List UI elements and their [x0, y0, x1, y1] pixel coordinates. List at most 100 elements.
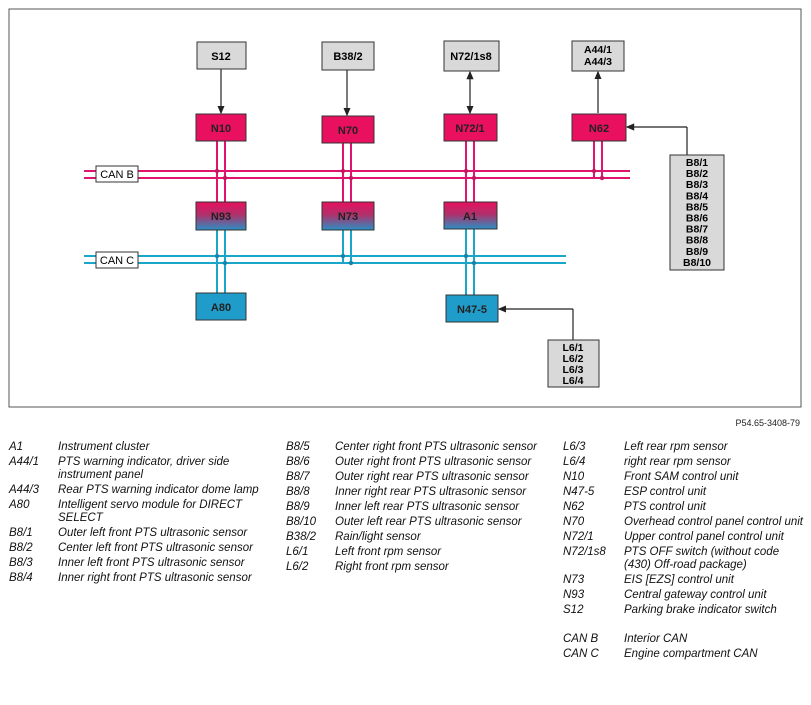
n62-module: N62 [571, 113, 627, 142]
legend-code: S12 [563, 604, 584, 616]
legend-entry: CAN C Engine compartment CAN [563, 648, 803, 661]
legend-description: EIS [EZS] control unit [624, 574, 734, 586]
legend-code: B8/6 [286, 456, 310, 468]
legend-code: B8/10 [286, 516, 317, 528]
a1-module: A1 [443, 201, 498, 230]
can-b-bus [84, 170, 630, 179]
legend-code: N72/1s8 [563, 546, 606, 558]
legend-code: N10 [563, 471, 585, 483]
n47-5-module: N47-5 [445, 294, 499, 323]
legend-code: N73 [563, 574, 585, 586]
svg-text:N93: N93 [211, 211, 231, 223]
legend-entry: N72/1s8 PTS OFF switch (without code (430… [563, 546, 803, 572]
legend-description: Upper control panel control unit [624, 531, 784, 543]
b8-sensor-label: B8/2 [686, 168, 708, 180]
legend-description: Rain/light sensor [335, 531, 421, 543]
reference-code: P54.65-3408-79 [735, 418, 800, 428]
legend-code: B8/8 [286, 486, 310, 498]
legend-entry: B8/4 Inner right front PTS ultrasonic sen… [9, 572, 279, 585]
b8-sensor-label: B8/5 [686, 201, 708, 213]
legend-description: Front SAM control unit [624, 471, 739, 483]
signal-arrows [217, 69, 688, 340]
l6-sensor-label: L6/2 [562, 353, 583, 365]
legend-description: Center right front PTS ultrasonic sensor [335, 441, 537, 453]
n93-module: N93 [195, 201, 247, 231]
legend-code: B38/2 [286, 531, 317, 543]
legend-description: Right front rpm sensor [335, 561, 449, 573]
legend-description: Center left front PTS ultrasonic sensor [58, 542, 253, 554]
legend-entry: B38/2 Rain/light sensor [286, 531, 556, 544]
legend-code: A1 [9, 441, 24, 453]
svg-text:N73: N73 [338, 211, 358, 223]
svg-text:A44/3: A44/3 [584, 56, 612, 68]
svg-text:S12: S12 [211, 51, 231, 63]
can-b-label: CAN B [95, 165, 139, 183]
legend-description: Inner left front PTS ultrasonic sensor [58, 557, 245, 569]
b8-sensor-label: B8/6 [686, 213, 708, 225]
legend-description: PTS control unit [624, 501, 706, 513]
legend-description: Inner right front PTS ultrasonic sensor [58, 572, 252, 584]
svg-text:A80: A80 [211, 302, 231, 314]
legend-description: PTS OFF switch (without code (430) Off-r… [624, 546, 780, 571]
legend-description: Left rear rpm sensor [624, 441, 728, 453]
svg-text:N62: N62 [589, 123, 609, 135]
legend-code: L6/3 [563, 441, 586, 453]
legend-description: Engine compartment CAN [624, 648, 758, 660]
legend-code: A44/1 [9, 456, 40, 468]
legend-entry: L6/3 Left rear rpm sensor [563, 441, 803, 454]
a44-box: A44/1 A44/3 [571, 40, 625, 72]
b8-sensor-label: B8/3 [686, 179, 708, 191]
legend-entry: B8/6 Outer right front PTS ultrasonic sen… [286, 456, 556, 469]
legend-description: Outer left front PTS ultrasonic sensor [58, 527, 248, 539]
legend-code: L6/2 [286, 561, 309, 573]
n73-module: N73 [321, 201, 375, 231]
b38-2-box: B38/2 [321, 41, 375, 71]
legend-entry: N72/1 Upper control panel control unit [563, 531, 803, 544]
legend-code: B8/4 [9, 572, 33, 584]
n72-1s8-box: N72/1s8 [443, 40, 500, 72]
legend-description: Outer right rear PTS ultrasonic sensor [335, 471, 529, 483]
legend-entry: B8/2 Center left front PTS ultrasonic sen… [9, 542, 279, 555]
legend-code: A44/3 [9, 484, 40, 496]
legend-code: CAN C [563, 648, 599, 660]
b8-sensor-label: B8/9 [686, 246, 708, 258]
legend-description: Outer right front PTS ultrasonic sensor [335, 456, 532, 468]
n72-1-module: N72/1 [443, 113, 498, 142]
svg-text:A1: A1 [463, 211, 477, 223]
svg-text:N47-5: N47-5 [457, 304, 487, 316]
legend-entry: A1 Instrument cluster [9, 441, 279, 454]
can-c-label: CAN C [95, 251, 139, 269]
legend-entry: B8/7 Outer right rear PTS ultrasonic sens… [286, 471, 556, 484]
s12-box: S12 [196, 41, 247, 70]
legend-entry: N73 EIS [EZS] control unit [563, 574, 803, 587]
legend-code: B8/7 [286, 471, 310, 483]
legend-code: L6/1 [286, 546, 309, 558]
b8-sensor-label: B8/1 [686, 157, 708, 169]
n10-module: N10 [195, 113, 247, 142]
can-c-junctions [214, 253, 477, 266]
legend-code: B8/2 [9, 542, 33, 554]
can-c-stubs [216, 229, 475, 296]
b8-sensor-label: B8/10 [683, 257, 711, 269]
legend-code: N93 [563, 589, 585, 601]
legend-code: CAN B [563, 633, 599, 645]
a80-module: A80 [195, 292, 247, 321]
legend-code: B8/9 [286, 501, 310, 513]
legend-code: N70 [563, 516, 585, 528]
legend-description: Interior CAN [624, 633, 688, 645]
svg-text:N72/1: N72/1 [455, 123, 484, 135]
legend-description: Instrument cluster [58, 441, 150, 453]
legend-code: N72/1 [563, 531, 594, 543]
legend-description: Inner left rear PTS ultrasonic sensor [335, 501, 520, 513]
